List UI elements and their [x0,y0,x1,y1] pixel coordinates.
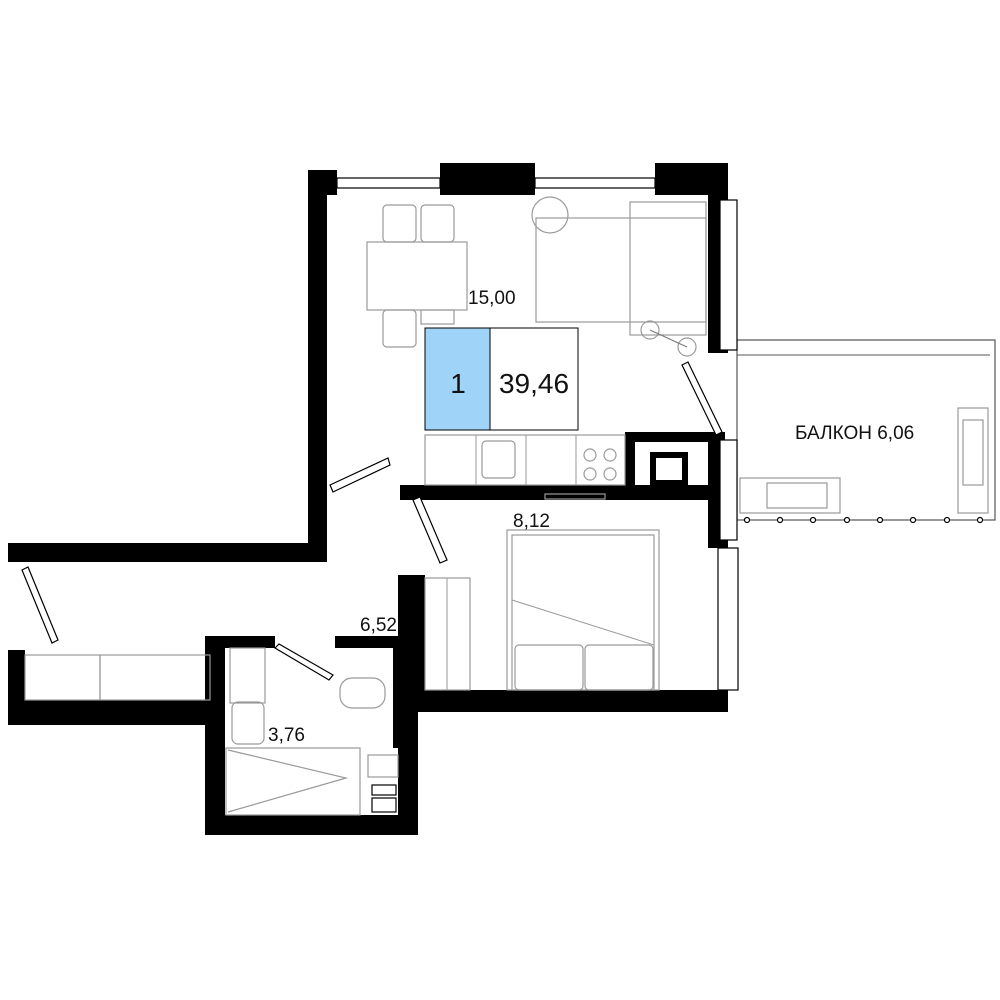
living-kitchen-area: 15,00 [468,288,516,309]
walls [8,163,728,835]
furniture [24,196,707,816]
rooms-count: 1 [450,368,466,399]
balcony-area: БАЛКОН 6,06 [795,423,914,444]
total-area: 39,46 [499,368,569,399]
bathroom-area: 3,76 [268,725,305,746]
apartment-badge: 1 39,46 [424,327,579,431]
balcony-railing [743,516,984,524]
bedroom-area: 8,12 [513,511,550,532]
balcony [736,339,996,524]
doors [21,361,723,681]
windows [336,177,739,691]
hallway-area: 6,52 [360,615,397,636]
